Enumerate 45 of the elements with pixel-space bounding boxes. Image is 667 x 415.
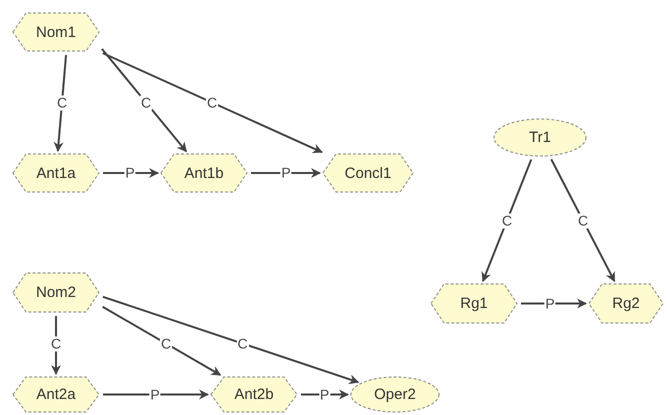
edge-label: C (160, 336, 172, 351)
edge-label: C (236, 336, 249, 351)
node-label: Oper2 (374, 386, 416, 403)
hexagon-node (430, 283, 518, 324)
hexagon-node (12, 153, 100, 193)
edge-label: P (280, 166, 292, 180)
node-label: Ant1a (36, 164, 76, 182)
hexagon-node (322, 153, 414, 193)
node-label: Nom2 (36, 284, 76, 301)
node-label: Ant1b (184, 164, 224, 182)
ellipse-node (350, 376, 440, 413)
hexagon-node (12, 12, 100, 52)
arrow (102, 52, 323, 154)
arrow (101, 48, 188, 152)
ellipse-node (493, 118, 587, 157)
node-label: Ant2b (234, 386, 274, 403)
edge-label: C (140, 95, 152, 110)
hexagon-node (210, 376, 298, 413)
edge-label: C (206, 95, 218, 110)
arrow (103, 390, 209, 400)
node-label: Concl1 (344, 164, 392, 182)
arrow (102, 306, 222, 376)
arrow (54, 54, 68, 152)
node-label: Rg1 (460, 295, 488, 312)
node-label: Tr1 (529, 129, 551, 146)
arrow (51, 316, 61, 375)
hexagon-node (160, 153, 248, 193)
edge-label: C (576, 213, 590, 228)
edge-label: C (500, 213, 514, 228)
edge-label: C (50, 336, 62, 351)
node-label: Rg2 (612, 295, 640, 312)
edge-label: P (149, 387, 161, 402)
arrow (521, 298, 587, 308)
node-label: Nom1 (36, 24, 76, 40)
arrow (102, 296, 360, 384)
arrow (482, 159, 532, 282)
hexagon-node (12, 376, 100, 413)
edge-label: C (56, 95, 68, 110)
edge-label: P (318, 387, 330, 402)
hexagon-node (12, 272, 100, 313)
edge-label: P (124, 166, 136, 180)
arrow (550, 158, 616, 282)
node-label: Ant2a (36, 386, 76, 403)
edge-label: P (544, 296, 556, 311)
hexagon-node (588, 283, 664, 324)
